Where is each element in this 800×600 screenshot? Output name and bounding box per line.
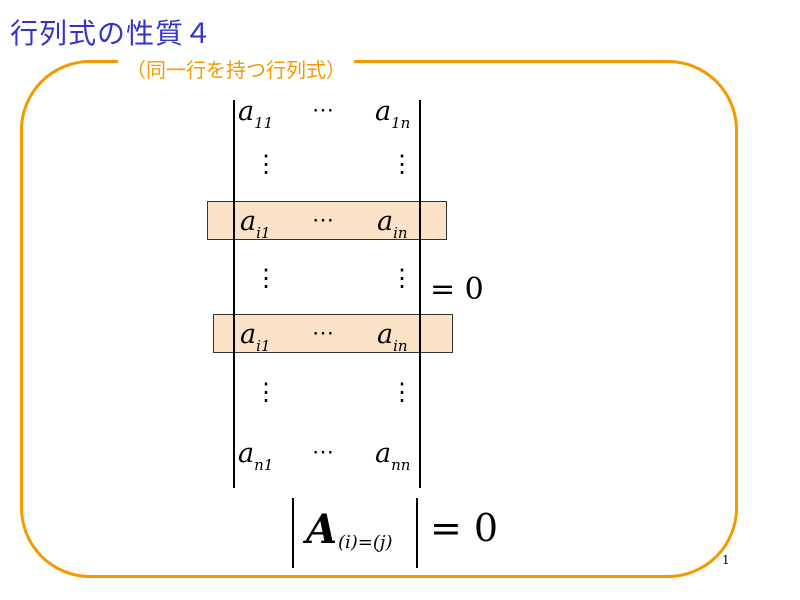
content-frame	[20, 60, 738, 578]
matrix-entry-ai1-second: ai1	[240, 319, 271, 355]
slide-subtitle: （同一行を持つ行列式）	[118, 54, 354, 83]
vdots-col2-2: ⋮	[390, 264, 414, 292]
matrix-entry-a1n: a1n	[375, 96, 411, 132]
row-i-first-hdots: ⋯	[312, 208, 334, 233]
highlight-row-i-second	[213, 314, 453, 353]
matrix-entry-ain-first: ain	[377, 206, 408, 242]
vdots-col1-2: ⋮	[254, 264, 278, 292]
formula-left-bar	[292, 498, 294, 568]
row-i-second-hdots: ⋯	[312, 321, 334, 346]
highlight-row-i-first	[207, 201, 447, 240]
formula-subscript: (i)=(j)	[338, 532, 393, 553]
vdots-col2-1: ⋮	[390, 150, 414, 178]
vdots-col1-1: ⋮	[254, 150, 278, 178]
matrix-entry-an1: an1	[238, 438, 274, 474]
summary-formula: A (i)=(j) = 0	[292, 498, 502, 568]
matrix-entry-ain-second: ain	[377, 319, 408, 355]
formula-right-bar	[416, 498, 418, 568]
determinant-equals-zero: = 0	[430, 272, 484, 307]
formula-equals-zero: = 0	[430, 506, 499, 550]
matrix-entry-ai1-first: ai1	[240, 206, 271, 242]
determinant-left-bar	[233, 100, 235, 488]
slide-title: 行列式の性質４	[10, 17, 214, 50]
vdots-col1-3: ⋮	[254, 378, 278, 406]
formula-matrix-symbol: A	[306, 506, 338, 553]
matrix-entry-ann: ann	[375, 438, 411, 474]
vdots-col2-3: ⋮	[390, 378, 414, 406]
page-number: 1	[722, 553, 730, 567]
row-n-hdots: ⋯	[312, 440, 334, 465]
determinant-right-bar	[419, 100, 421, 488]
row1-hdots: ⋯	[312, 98, 334, 123]
matrix-entry-a11: a11	[238, 96, 274, 132]
